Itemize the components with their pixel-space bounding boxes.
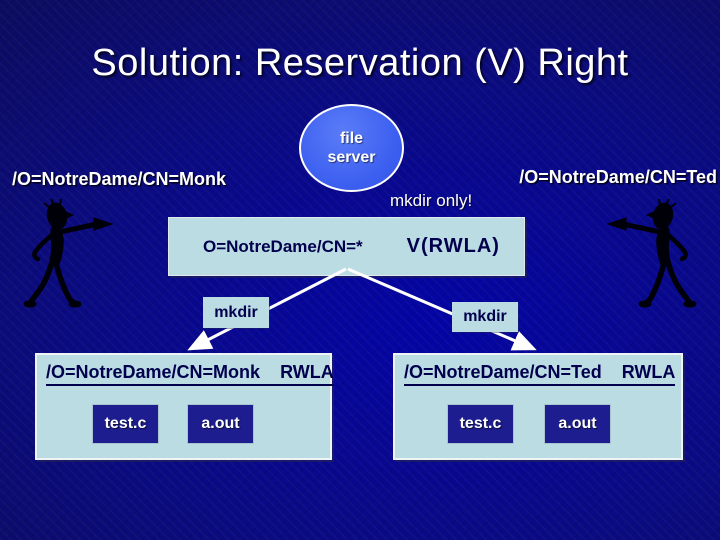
actor-label-monk: /O=NotreDame/CN=Monk bbox=[12, 169, 227, 189]
file-node-testc: test.c bbox=[447, 404, 514, 444]
edge-label-mkdir-left: mkdir bbox=[203, 297, 269, 328]
edge-label-mkdir-right: mkdir bbox=[452, 302, 518, 332]
directory-header-ted: /O=NotreDame/CN=Ted RWLA bbox=[404, 362, 676, 386]
directory-header-monk: /O=NotreDame/CN=Monk RWLA bbox=[46, 362, 334, 386]
directory-path: /O=NotreDame/CN=Monk bbox=[46, 362, 261, 382]
file-node-testc: test.c bbox=[92, 404, 159, 444]
file-server-node: file server bbox=[299, 104, 404, 192]
file-node-aout: a.out bbox=[544, 404, 611, 444]
person-pointing-left-icon bbox=[605, 198, 700, 309]
file-node-aout: a.out bbox=[187, 404, 254, 444]
directory-rights: RWLA bbox=[621, 362, 676, 382]
mkdir-only-annotation: mkdir only! bbox=[390, 191, 473, 210]
directory-rights: RWLA bbox=[280, 362, 334, 382]
file-server-label-line1: file bbox=[339, 129, 364, 147]
slide-title: Solution: Reservation (V) Right bbox=[91, 42, 629, 84]
directory-box-ted: /O=NotreDame/CN=Ted RWLA test.c a.out bbox=[393, 353, 683, 460]
acl-box: O=NotreDame/CN=* V(RWLA) bbox=[168, 217, 525, 276]
directory-path: /O=NotreDame/CN=Ted bbox=[404, 362, 602, 382]
acl-principal: O=NotreDame/CN=* bbox=[203, 236, 363, 256]
actor-label-ted: /O=NotreDame/CN=Ted bbox=[519, 167, 717, 187]
file-server-label-line2: server bbox=[327, 149, 376, 166]
acl-rights: V(RWLA) bbox=[406, 235, 500, 257]
directory-box-monk: /O=NotreDame/CN=Monk RWLA test.c a.out bbox=[35, 353, 334, 460]
person-pointing-right-icon bbox=[20, 198, 115, 309]
